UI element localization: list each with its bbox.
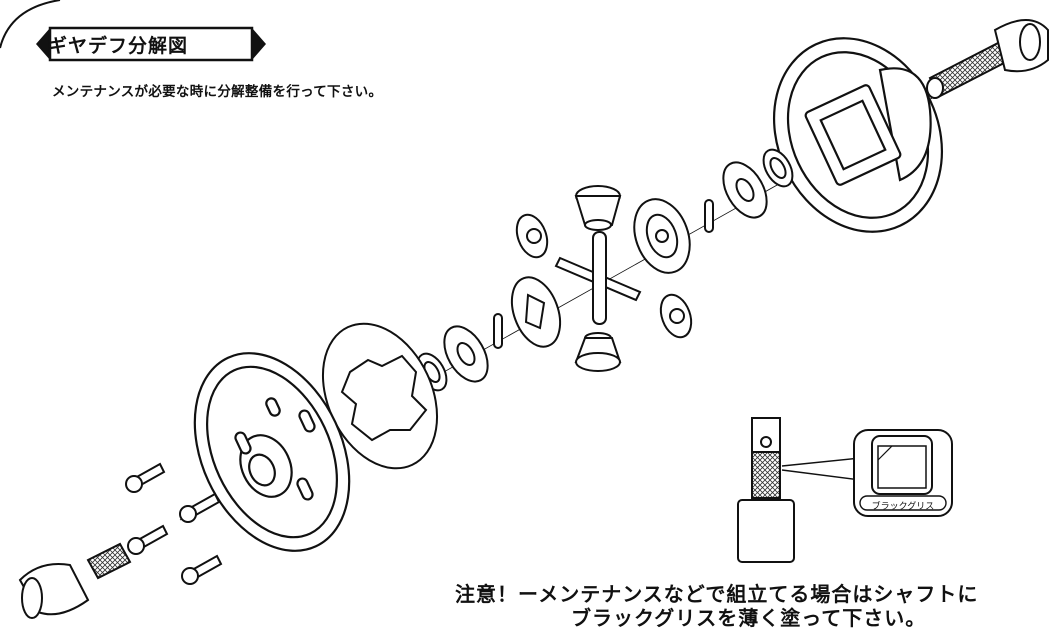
- grease-label: ブラックグリス: [871, 502, 935, 512]
- pin-right: [704, 199, 714, 233]
- page-corner-curve: [0, 0, 61, 49]
- instruction-text: メンテナンスが必要な時に分解整備を行って下さい。: [52, 84, 383, 100]
- diagram-title: ギヤデフ分解図: [48, 34, 189, 57]
- bevel-gear-upper-left: [515, 213, 549, 259]
- output-cup-left: [18, 542, 132, 619]
- caution-note: 注意！ーメンテナンスなどで組立てる場合はシャフトに ブラックグリスを薄く塗って下…: [455, 582, 1055, 630]
- screw-left: [127, 524, 169, 555]
- ring-gear: [193, 352, 351, 552]
- screw-middle: [179, 492, 221, 523]
- output-cup-right: [926, 19, 1049, 99]
- washers-right: [722, 148, 794, 219]
- screw-top: [125, 462, 166, 493]
- caution-line-1: 注意！ーメンテナンスなどで組立てる場合はシャフトに: [455, 582, 979, 606]
- screw-bottom: [181, 554, 223, 585]
- bevel-gear-top: [574, 185, 622, 231]
- caution-line-2: ブラックグリスを薄く塗って下さい。: [571, 606, 927, 630]
- side-gear-lower-left: [510, 276, 562, 348]
- bevel-gear-bottom: [574, 332, 622, 372]
- cross-shaft: [554, 231, 642, 325]
- shaft-grease-detail: [737, 417, 861, 563]
- title-banner: ギヤデフ分解図: [40, 28, 196, 60]
- pin-left: [493, 313, 503, 349]
- bevel-gear-lower-right: [659, 293, 693, 339]
- side-gear-upper-right: [633, 198, 691, 274]
- diff-case-right: [772, 37, 944, 233]
- black-grease-icon: [853, 429, 953, 517]
- title-banner-frame: [36, 26, 266, 62]
- gasket: [321, 322, 439, 470]
